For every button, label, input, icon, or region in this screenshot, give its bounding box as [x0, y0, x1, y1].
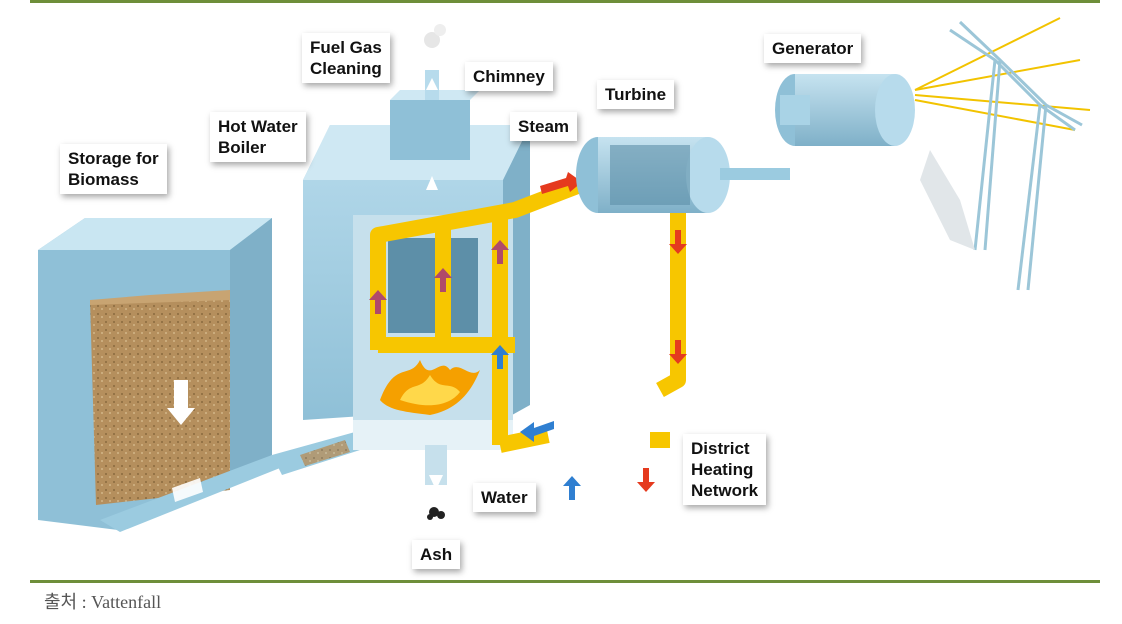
fuel-gas-label: Fuel Gas Cleaning	[302, 33, 390, 83]
bottom-rule	[30, 580, 1100, 583]
generator-label: Generator	[764, 34, 862, 63]
biomass-plant-diagram	[38, 17, 1091, 532]
flame-icon	[380, 360, 480, 415]
storage-label: Storage for Biomass	[60, 144, 167, 194]
ash-chute	[425, 445, 447, 520]
water-label: Water	[473, 483, 536, 512]
ash-label: Ash	[412, 540, 461, 569]
turbine	[576, 137, 790, 213]
fuel-gas-cleaning-unit	[390, 24, 480, 190]
source-caption: 출처 : Vattenfall	[44, 592, 162, 612]
top-rule	[30, 0, 1100, 3]
down-arrow-icon	[167, 380, 195, 425]
biomass-storage	[38, 218, 295, 532]
turbine-label: Turbine	[597, 80, 675, 109]
chimney-label: Chimney	[465, 62, 553, 91]
generator	[775, 74, 915, 146]
boiler-label: Hot Water Boiler	[210, 112, 306, 162]
district-heating-label: District Heating Network	[683, 434, 767, 505]
feed-arrow-icon	[172, 478, 203, 502]
power-pylons	[914, 17, 1091, 291]
steam-label: Steam	[510, 112, 578, 141]
flow-arrows	[369, 172, 687, 500]
